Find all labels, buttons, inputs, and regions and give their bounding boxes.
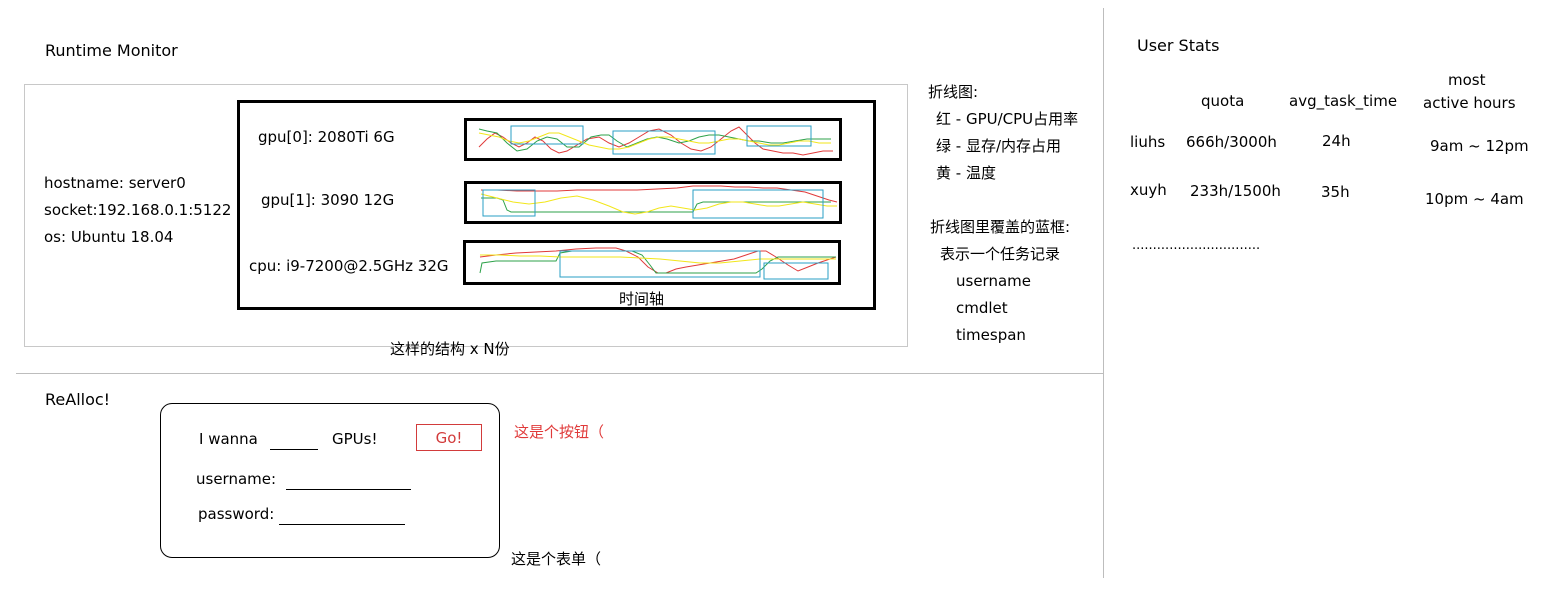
gpu0-task-box[interactable] <box>612 130 716 155</box>
gpu0-temperature-line <box>478 132 831 150</box>
cpu-task-box[interactable] <box>763 262 829 280</box>
button-note: 这是个按钮（ <box>514 423 605 441</box>
time-axis-label: 时间轴 <box>619 290 665 308</box>
gpu1-temperature-line <box>480 193 837 215</box>
form-note: 这是个表单（ <box>511 550 602 568</box>
gpu0-task-box[interactable] <box>746 125 812 147</box>
password-input[interactable] <box>279 505 405 525</box>
os-label: os: Ubuntu 18.04 <box>44 228 174 246</box>
task-box-desc: 表示一个任务记录 <box>940 245 1061 263</box>
legend-temperature: 黄 - 温度 <box>936 164 996 182</box>
cpu-usage-line <box>479 247 837 274</box>
username-input[interactable] <box>286 470 411 490</box>
runtime-monitor-panel <box>24 84 908 347</box>
gpus-label: GPUs! <box>332 430 378 448</box>
row-quota: 233h/1500h <box>1190 182 1281 200</box>
device-charts-panel <box>237 100 876 310</box>
gpu1-memory-line <box>481 197 831 213</box>
task-field-timespan: timespan <box>956 326 1026 344</box>
realloc-title: ReAlloc! <box>45 390 111 409</box>
gpu0-line-chart[interactable] <box>464 118 842 161</box>
cpu-line-chart[interactable] <box>463 240 841 285</box>
header-avg-task-time: avg_task_time <box>1289 92 1398 110</box>
user-stats-title: User Stats <box>1137 36 1220 55</box>
gpu1-label: gpu[1]: 3090 12G <box>261 191 395 209</box>
hostname-label: hostname: server0 <box>44 174 186 192</box>
more-rows-ellipsis: ............................... <box>1132 238 1261 253</box>
header-active-hours: active hours <box>1423 94 1516 112</box>
go-button[interactable]: Go! <box>416 424 482 451</box>
gpu0-chart-svg <box>478 125 833 156</box>
row-active-hours: 9am ~ 12pm <box>1430 137 1529 155</box>
row-avg-task-time: 35h <box>1321 183 1350 201</box>
legend-usage: 红 - GPU/CPU占用率 <box>936 110 1079 128</box>
gpu-count-input[interactable] <box>270 430 318 450</box>
gpu1-chart-svg <box>480 185 838 219</box>
chart-legend: 折线图: 红 - GPU/CPU占用率 绿 - 显存/内存占用 黄 - 温度 <box>928 79 1078 187</box>
task-field-username: username <box>956 272 1031 290</box>
realloc-form <box>160 403 500 558</box>
host-info: hostname: server0 socket:192.168.0.1:512… <box>44 170 231 251</box>
legend-heading: 折线图: <box>928 83 979 101</box>
row-active-hours: 10pm ~ 4am <box>1425 190 1524 208</box>
gpu1-task-box[interactable] <box>692 189 824 219</box>
vertical-divider <box>1103 8 1104 578</box>
legend-memory: 绿 - 显存/内存占用 <box>936 137 1062 155</box>
row-user: xuyh <box>1130 181 1167 199</box>
socket-label: socket:192.168.0.1:5122 <box>44 201 232 219</box>
header-quota: quota <box>1201 92 1245 110</box>
runtime-monitor-title: Runtime Monitor <box>45 41 178 60</box>
cpu-chart-svg <box>479 247 837 280</box>
gpu0-label: gpu[0]: 2080Ti 6G <box>258 128 395 146</box>
task-field-cmdlet: cmdlet <box>956 299 1008 317</box>
password-label: password: <box>198 505 275 523</box>
repeat-note: 这样的结构 x N份 <box>390 340 510 358</box>
cpu-label: cpu: i9-7200@2.5GHz 32G <box>249 257 449 275</box>
gpu1-task-box[interactable] <box>482 189 536 217</box>
horizontal-divider <box>16 373 1103 374</box>
gpu1-line-chart[interactable] <box>464 181 842 224</box>
gpu0-task-box[interactable] <box>510 125 584 145</box>
i-wanna-label: I wanna <box>199 430 258 448</box>
cpu-temperature-line <box>480 254 836 264</box>
row-quota: 666h/3000h <box>1186 133 1277 151</box>
username-label: username: <box>196 470 277 488</box>
task-box-legend: 折线图里覆盖的蓝框: 表示一个任务记录 username cmdlet time… <box>930 214 1070 349</box>
task-box-heading: 折线图里覆盖的蓝框: <box>930 218 1071 236</box>
cpu-task-box[interactable] <box>559 250 761 278</box>
row-user: liuhs <box>1130 133 1166 151</box>
row-avg-task-time: 24h <box>1322 132 1351 150</box>
gpu1-usage-line <box>481 185 838 203</box>
header-most: most <box>1448 71 1486 89</box>
